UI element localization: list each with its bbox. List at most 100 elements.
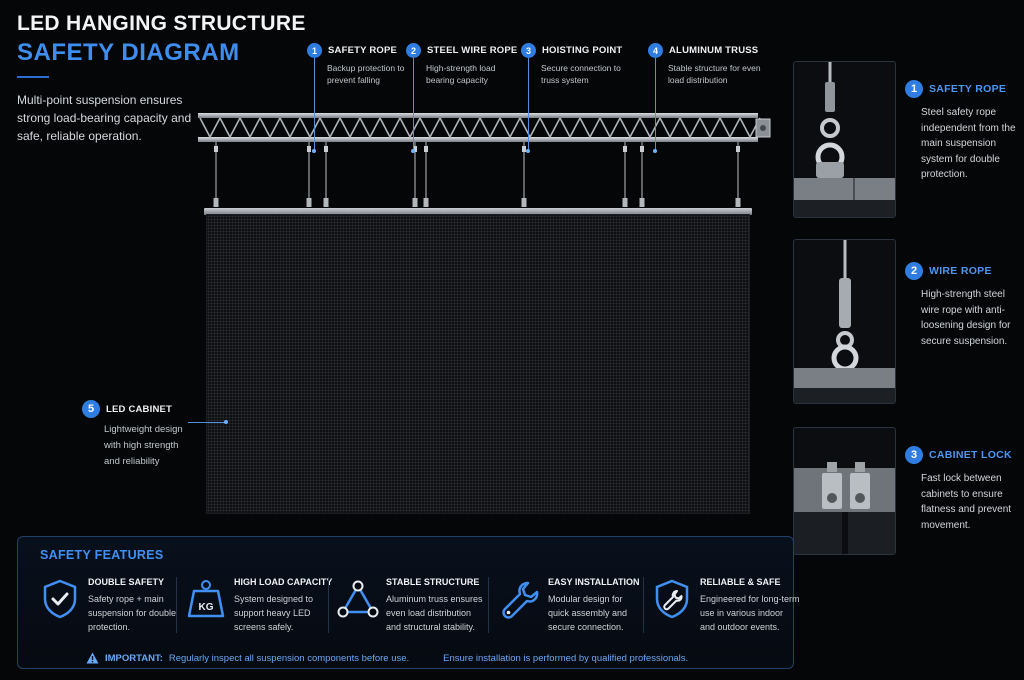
badge-3: 3 [521,43,536,58]
important-notice: IMPORTANT: Regularly inspect all suspens… [86,652,688,664]
rope-hook [639,198,645,207]
truss-lacing-segment [559,117,581,139]
truss-lacing-segment [279,117,301,139]
cabinet-top-bar [204,208,752,215]
callout-title: ALUMINUM TRUSS [669,45,759,56]
truss-lacing-segment [699,117,721,139]
aluminum-truss [198,113,771,142]
callout-aluminum-truss: 4 ALUMINUM TRUSS Stable structure for eve… [648,43,766,86]
callout-line-4 [655,58,656,150]
callout-line-3 [528,58,529,150]
truss-lacing-segment [499,117,521,139]
truss-lacing-segment [719,117,741,139]
callout-line-5 [188,422,226,423]
detail-photo-safety-rope [793,61,896,218]
callout-desc: Backup protection to prevent falling [327,63,405,85]
callout-dot-4 [653,149,657,153]
truss-lacing-segment [659,117,681,139]
detail-title: SAFETY ROPE [929,83,1007,95]
badge-2: 2 [905,262,923,280]
truss-lacing-segment [579,117,601,139]
feature-title: EASY INSTALLATION [548,577,640,587]
rope-hook [323,198,329,207]
rope-hook [735,198,741,207]
wrench-icon [502,581,539,619]
notice-label: IMPORTANT: [105,652,163,664]
callout-desc: Stable structure for even load distribut… [668,63,761,85]
callout-line-1 [314,58,315,150]
led-cabinet-screen [206,214,750,514]
intro-text: Multi-point suspension ensures strong lo… [17,93,192,143]
rope-clamp [623,146,627,152]
rope-hook [306,198,312,207]
page-title: LED HANGING STRUCTURE [17,12,306,35]
notice-text-2: Ensure installation is performed by qual… [443,652,689,664]
truss-lacing-segment [539,117,561,139]
feature-divider [328,577,329,633]
badge-1: 1 [307,43,322,58]
callout-title: LED CABINET [106,403,173,415]
feature-title: RELIABLE & SAFE [700,577,781,587]
rope-hook [213,198,219,207]
truss-lacing-segment [359,117,381,139]
feature-divider [643,577,644,633]
rope-clamp [214,146,218,152]
truss-lacing-segment [219,117,241,139]
truss-lacing-segment [599,117,621,139]
callout-title: SAFETY ROPE [328,45,398,56]
badge-1: 1 [905,80,923,98]
callout-title: STEEL WIRE ROPE [427,45,518,56]
rope-clamp [424,146,428,152]
rope-clamp [413,146,417,152]
rope-hook [423,198,429,207]
detail-photo-cabinet-lock [793,427,896,555]
rope-clamp [640,146,644,152]
callout-desc: Lightweight design with high strength an… [104,424,183,467]
rope-hook [521,198,527,207]
callout-desc: High-strength load bearing capacity [426,63,496,85]
triangle-nodes-icon [337,580,379,618]
feature-desc: Safety rope + main suspension for double… [88,594,177,632]
feature-desc: System designed to support heavy LED scr… [234,594,314,632]
feature-divider [488,577,489,633]
truss-lacing-segment [379,117,401,139]
truss-lacing-segment [239,117,261,139]
truss-lacing-segment [319,117,341,139]
kg-weight-icon [187,580,225,618]
detail-desc: Fast lock between cabinets to ensure fla… [921,473,1012,531]
truss-lacing-segment [399,117,421,139]
detail-photo-wire-rope [793,239,896,404]
callout-dot-5 [224,420,228,424]
callout-safety-rope: 1 SAFETY ROPE Backup protection to preven… [307,43,407,86]
badge-5: 5 [82,400,100,418]
kg-label: KG [198,602,214,613]
detail-desc: High-strength steel wire rope with anti-… [921,289,1011,347]
notice-text: Regularly inspect all suspension compone… [168,652,410,664]
truss-lacing-segment [439,117,461,139]
callout-dot-1 [312,149,316,153]
callout-led-cabinet: 5 LED CABINET Lightweight design with hig… [82,400,194,470]
callout-dot-3 [526,149,530,153]
feature-desc: Aluminum truss ensures even load distrib… [386,594,483,632]
shield-check-icon [43,579,77,619]
page-subtitle: SAFETY DIAGRAM [17,39,240,66]
rope-hook [622,198,628,207]
callout-dot-2 [411,149,415,153]
rope-hook [412,198,418,207]
truss-lacing-segment [619,117,641,139]
badge-4: 4 [648,43,663,58]
truss-lacing-segment [339,117,361,139]
feature-divider [176,577,177,633]
feature-desc: Engineered for long-term use in various … [700,594,800,632]
feature-title: STABLE STRUCTURE [386,577,480,587]
truss-lacing-segment [679,117,701,139]
callout-line-2 [413,58,414,150]
truss-lacing-segment [419,117,441,139]
truss-lacing-segment [639,117,661,139]
suspension-ropes [213,142,741,207]
